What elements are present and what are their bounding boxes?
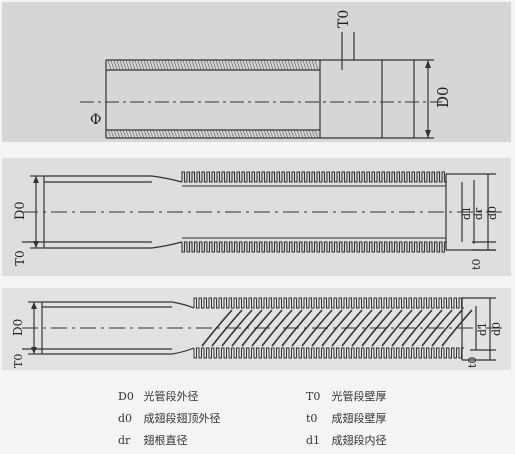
- label-dr: dr: [472, 207, 485, 220]
- legend-item-D0: D0 光管段外径: [118, 390, 199, 403]
- legend-item-d1: d1 成翅段内径: [306, 434, 387, 447]
- legend-item-t0: t0 成翅段壁厚: [306, 412, 387, 425]
- legend-item-T0: T0 光管段壁厚: [306, 390, 387, 403]
- label-T0: T0: [336, 10, 352, 28]
- finned-tube-section-drawing: D0 T0 d1 d0 t0: [11, 297, 503, 368]
- label-t0: t0: [466, 357, 479, 368]
- finned-tube-drawing: D0 T0 d1 dr d0 t0: [13, 171, 502, 270]
- label-t0: t0: [470, 259, 483, 270]
- legend-item-d0: d0 成翅段翅顶外径: [118, 412, 221, 425]
- label-D0: D0: [434, 86, 452, 108]
- label-d1: d1: [476, 322, 489, 336]
- label-d0: d0: [486, 206, 499, 220]
- label-D0: D0: [13, 201, 28, 220]
- legend-item-dr: dr 翅根直径: [118, 434, 188, 447]
- finned-tube-panel: D0 T0 d1 dr d0 t0: [2, 158, 511, 276]
- plain-tube-drawing: T0 D0 Φ: [80, 10, 452, 139]
- legend: D0 光管段外径 T0 光管段壁厚 d0 成翅段翅顶外径 t0 成翅段壁厚 dr…: [0, 372, 515, 454]
- label-D0: D0: [11, 319, 25, 336]
- finned-tube-section-panel: D0 T0 d1 d0 t0: [2, 288, 511, 370]
- plain-tube-panel: T0 D0 Φ: [2, 2, 511, 142]
- label-d1: d1: [460, 206, 473, 220]
- label-T0: T0: [12, 354, 25, 368]
- label-T0: T0: [13, 250, 27, 266]
- label-phi: Φ: [90, 112, 101, 128]
- label-d0: d0: [490, 322, 503, 336]
